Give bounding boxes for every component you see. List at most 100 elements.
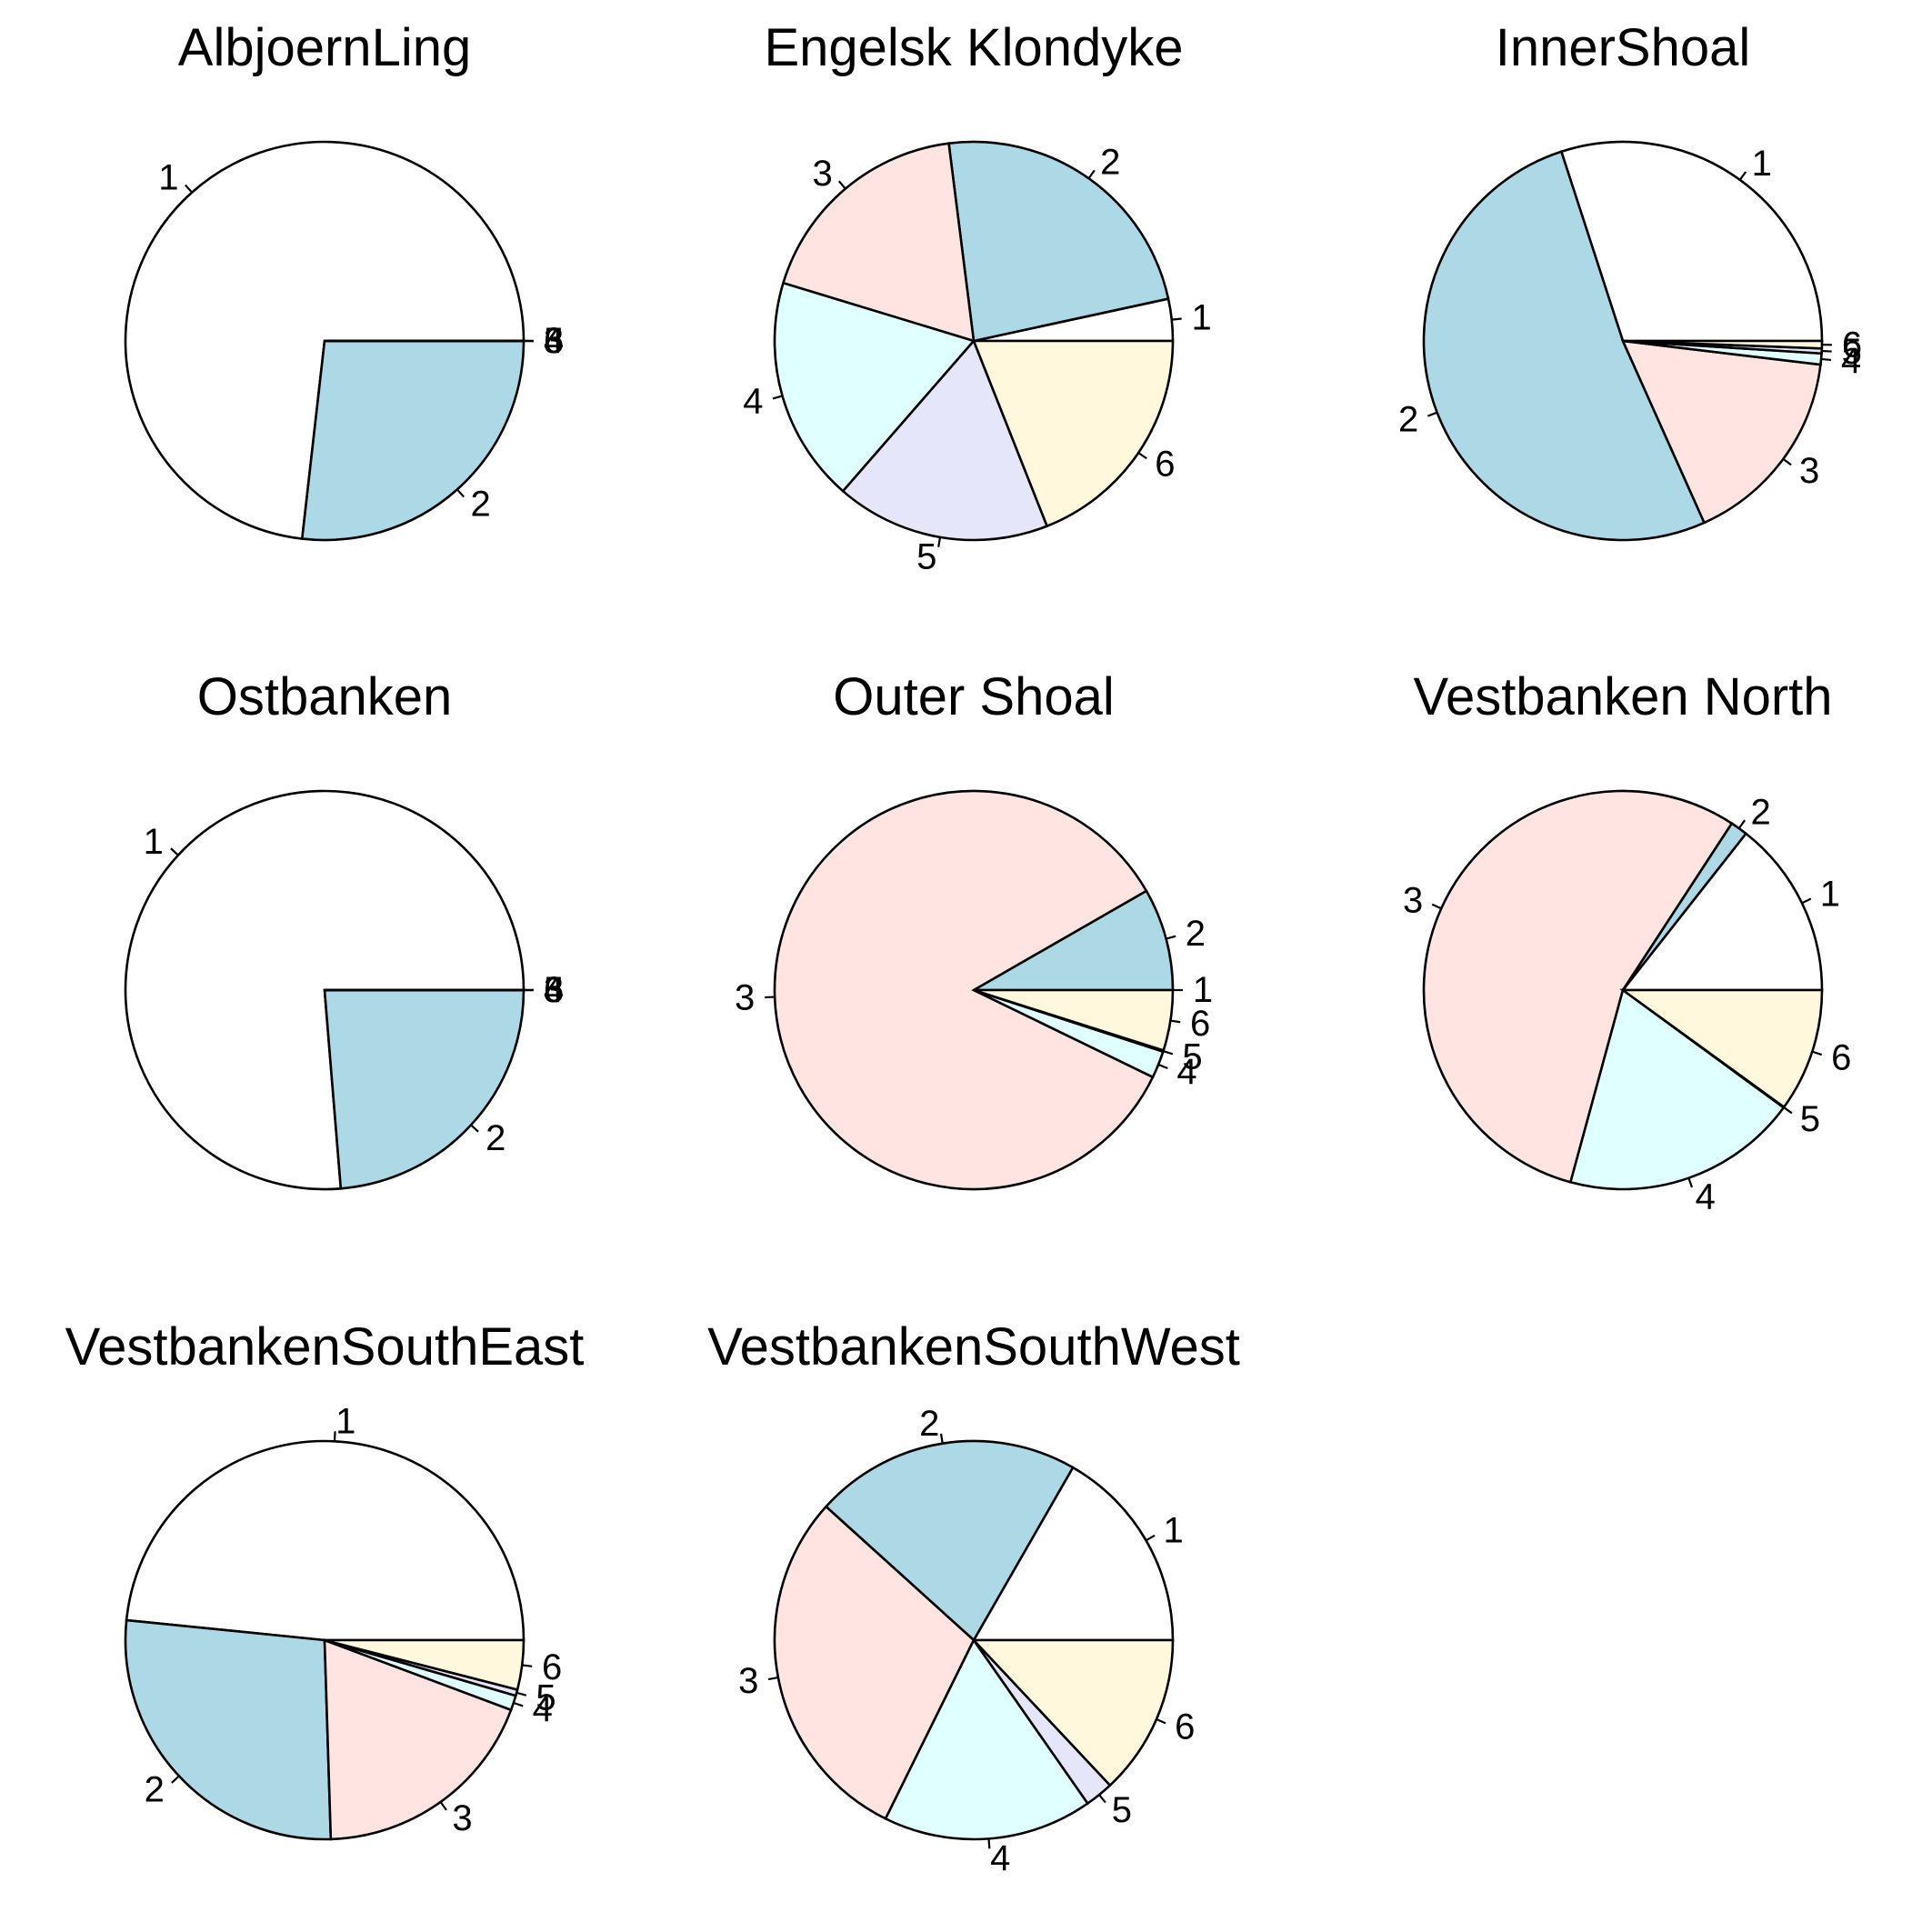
pie-tick-1 <box>170 847 179 856</box>
pie-tick-6 <box>1170 1019 1181 1024</box>
pie-label-5: 5 <box>916 536 936 576</box>
pie-tick-1 <box>1801 897 1812 905</box>
pie-label-3: 3 <box>735 977 755 1017</box>
pie-label-5: 5 <box>544 970 564 1010</box>
pie-label-6: 6 <box>1175 1707 1195 1747</box>
pie-label-2: 2 <box>1750 792 1770 832</box>
pie-tick-3 <box>439 1801 447 1811</box>
pie-title: AlbjoernLing <box>178 18 471 77</box>
pie-label-3: 3 <box>544 970 564 1010</box>
pie-label-5: 5 <box>544 321 564 361</box>
pie-label-1: 1 <box>335 1401 355 1441</box>
pie-tick-2 <box>1087 169 1096 179</box>
pie-tick-2 <box>939 1433 944 1444</box>
pie-panel-vestbankensoutheast: VestbankenSouthEast 1 2 3 456 <box>65 1317 585 1841</box>
pie-tick-2 <box>171 1775 180 1784</box>
pie-tick-2 <box>1166 935 1176 940</box>
pie-tick-4 <box>987 1838 991 1849</box>
pie-label-4: 4 <box>990 1838 1010 1878</box>
pie-tick-4 <box>513 1701 524 1707</box>
pie-tick-5 <box>1098 1794 1106 1804</box>
pie-title: Engelsk Klondyke <box>764 18 1183 77</box>
pie-label-6: 6 <box>1190 1004 1210 1044</box>
pie-tick-6 <box>1811 1050 1823 1056</box>
pie-label-6: 6 <box>1842 325 1862 365</box>
pie-title: VestbankenSouthEast <box>65 1317 585 1376</box>
pie-label-2: 2 <box>1100 142 1120 182</box>
pie-tick-1 <box>1145 1534 1156 1542</box>
pie-tick-5 <box>1821 349 1832 353</box>
pie-label-4: 4 <box>1696 1176 1716 1216</box>
pie-tick-5 <box>1783 1106 1793 1115</box>
pie-tick-1 <box>1171 317 1182 321</box>
pie-slice-3 <box>781 142 976 343</box>
pie-tick-3 <box>1782 457 1792 466</box>
pie-label-2: 2 <box>145 1769 165 1809</box>
pie-label-5: 5 <box>1112 1790 1132 1830</box>
pie-slice-6 <box>970 1638 1175 1787</box>
pie-label-2: 2 <box>1398 400 1418 440</box>
pie-slice-3 <box>773 789 1155 1191</box>
pie-tick-1 <box>1738 171 1747 181</box>
pie-label-4: 4 <box>743 381 763 421</box>
pie-slice-1 <box>1559 140 1824 343</box>
pie-label-6: 6 <box>542 1647 562 1687</box>
pie-slice-4 <box>884 1637 1090 1841</box>
pie-label-2: 2 <box>919 1404 939 1444</box>
pie-label-5: 5 <box>536 1678 556 1718</box>
pie-title: Ostbanken <box>197 667 453 726</box>
pie-label-4: 4 <box>544 970 564 1010</box>
pie-tick-5 <box>516 1691 527 1697</box>
pie-slice-2 <box>323 988 526 1190</box>
pie-tick-5 <box>1163 1049 1174 1056</box>
pie-label-3: 3 <box>1799 451 1819 491</box>
pie-label-2: 2 <box>470 485 490 525</box>
pie-tick-2 <box>456 488 465 498</box>
pie-label-4: 4 <box>1841 341 1861 381</box>
pie-tick-6 <box>1156 1717 1166 1725</box>
pie-tick-2 <box>1427 411 1438 417</box>
pie-label-4: 4 <box>544 321 564 361</box>
pie-tick-2 <box>1737 819 1746 829</box>
pie-title: InnerShoal <box>1496 18 1751 77</box>
pie-label-6: 6 <box>1155 444 1175 484</box>
pie-slice-3 <box>323 1638 513 1841</box>
pie-label-3: 3 <box>452 1798 472 1838</box>
pie-tick-4 <box>772 395 783 400</box>
pie-slice-6 <box>973 988 1175 1052</box>
pie-slice-6 <box>324 1638 526 1692</box>
pie-slice-1 <box>971 1466 1175 1642</box>
pie-slice-1 <box>125 1439 526 1642</box>
pie-tick-3 <box>767 1676 779 1681</box>
pie-label-6: 6 <box>1831 1037 1851 1077</box>
pie-tick-2 <box>470 1124 479 1133</box>
pie-panel-engelsk-klondyke: Engelsk Klondyke 1 2 3 4 5 6 <box>743 18 1212 576</box>
pie-label-6: 6 <box>544 321 564 361</box>
pie-slice-3 <box>1620 339 1822 525</box>
pie-slice-1 <box>1620 832 1824 992</box>
pie-tick-5 <box>937 536 942 547</box>
pie-label-1: 1 <box>1192 297 1212 337</box>
pie-tick-4 <box>1687 1177 1694 1188</box>
pie-tick-6 <box>522 1664 533 1667</box>
pie-label-3: 3 <box>812 154 832 194</box>
pie-tick-4 <box>1820 357 1832 362</box>
pie-label-4: 4 <box>533 1689 553 1729</box>
pie-label-2: 2 <box>1186 914 1206 954</box>
pie-label-6: 6 <box>544 970 564 1010</box>
pie-tick-1 <box>185 184 193 194</box>
pie-label-3: 3 <box>1403 880 1423 920</box>
pie-title: Vestbanken North <box>1413 667 1832 726</box>
pie-label-5: 5 <box>1800 1099 1820 1139</box>
pie-tick-6 <box>1137 452 1147 460</box>
pie-label-1: 1 <box>144 822 164 862</box>
pie-label-2: 2 <box>486 1118 506 1158</box>
pie-label-1: 1 <box>158 157 178 197</box>
